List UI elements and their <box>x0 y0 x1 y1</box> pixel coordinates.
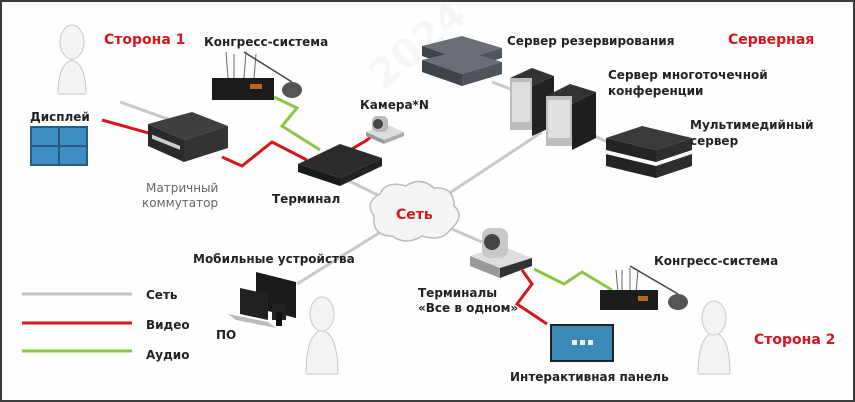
video-line-aio-panel <box>514 269 548 326</box>
media-server-icon <box>606 126 692 178</box>
network-cloud-label: Сеть <box>396 207 433 223</box>
legend-label-network: Сеть <box>146 288 178 302</box>
label-interactive-panel: Интерактивная панель <box>510 370 669 384</box>
label-all-in-one-line2: «Все в одном» <box>418 301 519 315</box>
video-line-display-matrix <box>101 118 153 136</box>
network-cloud-icon <box>369 180 460 242</box>
label-terminal: Терминал <box>272 192 341 206</box>
site-label-side2: Сторона 2 <box>754 332 836 348</box>
label-mobile-devices: Мобильные устройства <box>193 252 355 266</box>
matrix-switch-icon <box>148 112 228 162</box>
camera-icon <box>366 116 404 144</box>
label-display: Дисплей <box>30 110 90 124</box>
label-mcu-server-line1: Сервер многоточечной <box>608 68 768 82</box>
legend-label-video: Видео <box>146 318 190 332</box>
audio-lines <box>273 95 613 292</box>
label-camera: Камера*N <box>360 98 429 112</box>
video-line-matrix-terminal <box>221 140 308 168</box>
site-label-side1: Сторона 1 <box>104 32 186 48</box>
terminal-icon <box>298 144 382 186</box>
label-backup-server: Сервер резервирования <box>507 34 675 48</box>
audio-line-aio-congress2 <box>533 267 613 292</box>
label-media-server-line2: сервер <box>690 134 739 148</box>
mobile-devices-icon <box>228 272 296 328</box>
network-line-cloud-mcu <box>441 130 543 200</box>
site-label-server-room: Серверная <box>728 32 815 48</box>
person-icon-side1 <box>57 24 87 95</box>
legend-lines <box>22 292 132 353</box>
label-congress-system-2: Конгресс-система <box>654 254 779 268</box>
person-icon-side2 <box>697 300 731 375</box>
congress-system-icon-2 <box>600 265 688 310</box>
label-matrix-switch-line2: коммутатор <box>142 196 219 210</box>
label-matrix-switch-line1: Матричный <box>146 181 219 195</box>
interactive-panel-icon <box>550 324 614 362</box>
label-mcu-server-line2: конференции <box>608 84 704 98</box>
all-in-one-terminal-icon <box>470 228 532 278</box>
display-wall-icon <box>30 126 88 166</box>
backup-server-icon <box>422 36 502 86</box>
congress-system-icon-1 <box>212 51 302 100</box>
legend-label-audio: Аудио <box>146 348 190 362</box>
mcu-server-icon <box>510 68 596 150</box>
label-software: ПО <box>216 328 237 342</box>
person-icon-mobile-user <box>305 296 339 375</box>
audio-line-congress1-terminal <box>273 95 321 152</box>
label-all-in-one-line1: Терминалы <box>418 286 498 300</box>
label-congress-system-1: Конгресс-система <box>204 35 329 49</box>
label-media-server-line1: Мультимедийный <box>690 118 814 132</box>
network-line-mobile-cloud <box>296 226 388 286</box>
